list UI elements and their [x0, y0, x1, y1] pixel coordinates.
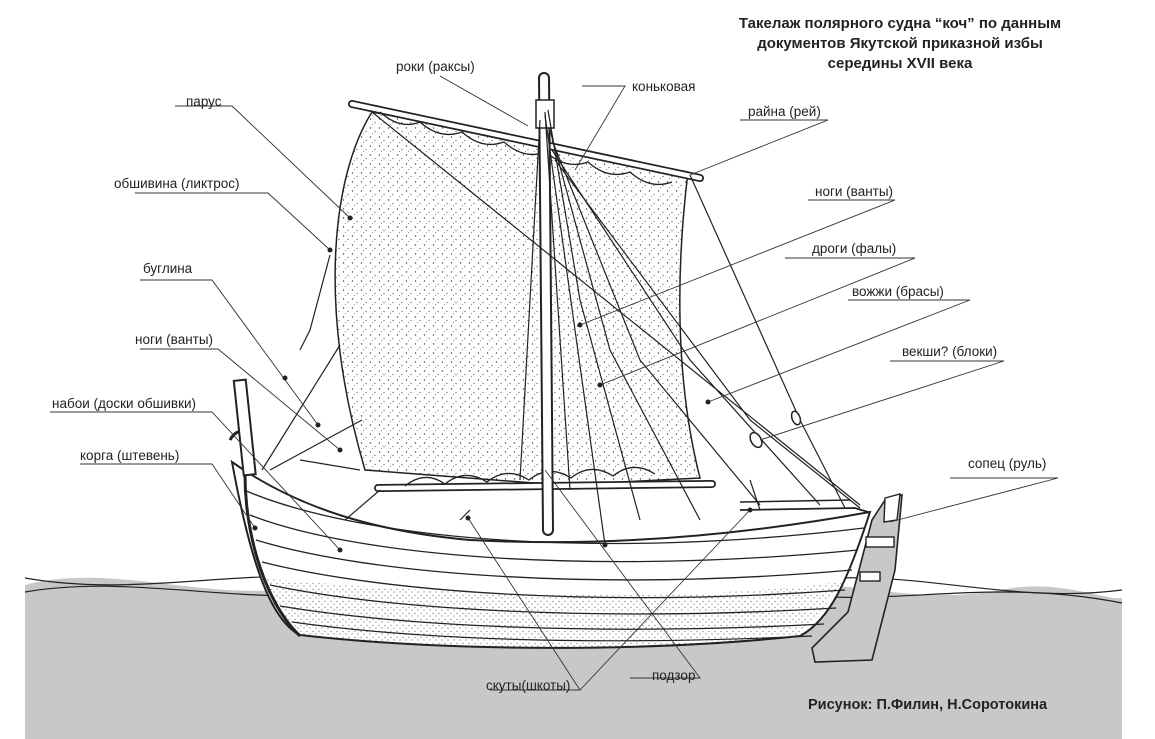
title-line-2: документов Якутской приказной избы: [757, 35, 1043, 52]
leader-lines: [50, 75, 1059, 691]
leader-dots: [252, 215, 753, 553]
label-nogi-right: ноги (ванты): [815, 184, 894, 199]
hull: [228, 378, 872, 649]
title-line-3: середины XVII века: [827, 55, 973, 72]
label-korga: корга (штевень): [80, 448, 180, 463]
label-roki: роки (раксы): [396, 59, 475, 74]
label-nogi-left: ноги (ванты): [135, 332, 214, 347]
diagram-title: Такелаж полярного судна “коч” по данным …: [700, 14, 1100, 74]
label-veksh: векши? (блоки): [902, 344, 998, 359]
rigging: [261, 109, 861, 546]
label-raina: райна (рей): [748, 104, 821, 119]
title-line-1: Такелаж полярного судна “коч” по данным: [738, 15, 1062, 32]
label-skuty: скуты(шкоты): [486, 678, 571, 693]
sail-parus: [334, 111, 701, 486]
label-vozhzhi: вожжи (брасы): [852, 284, 944, 299]
top-yard-raina: [348, 100, 704, 186]
block-veksh: [749, 431, 763, 449]
mast: [535, 72, 555, 536]
label-parus: парус: [186, 94, 222, 109]
label-obshivina: обшивина (ликтрос): [114, 176, 240, 191]
label-buglina: буглина: [143, 261, 193, 276]
credit: Рисунок: П.Филин, Н.Соротокина: [808, 697, 1048, 713]
label-sopets: сопец (руль): [968, 456, 1047, 471]
label-podzor: подзор: [652, 668, 696, 683]
block-veksh: [790, 410, 802, 426]
label-konkovaya: коньковая: [632, 79, 696, 94]
label-naboi: набои (доски обшивки): [52, 396, 197, 411]
label-drogi: дроги (фалы): [812, 241, 897, 256]
rudder-sopets: [811, 493, 903, 663]
